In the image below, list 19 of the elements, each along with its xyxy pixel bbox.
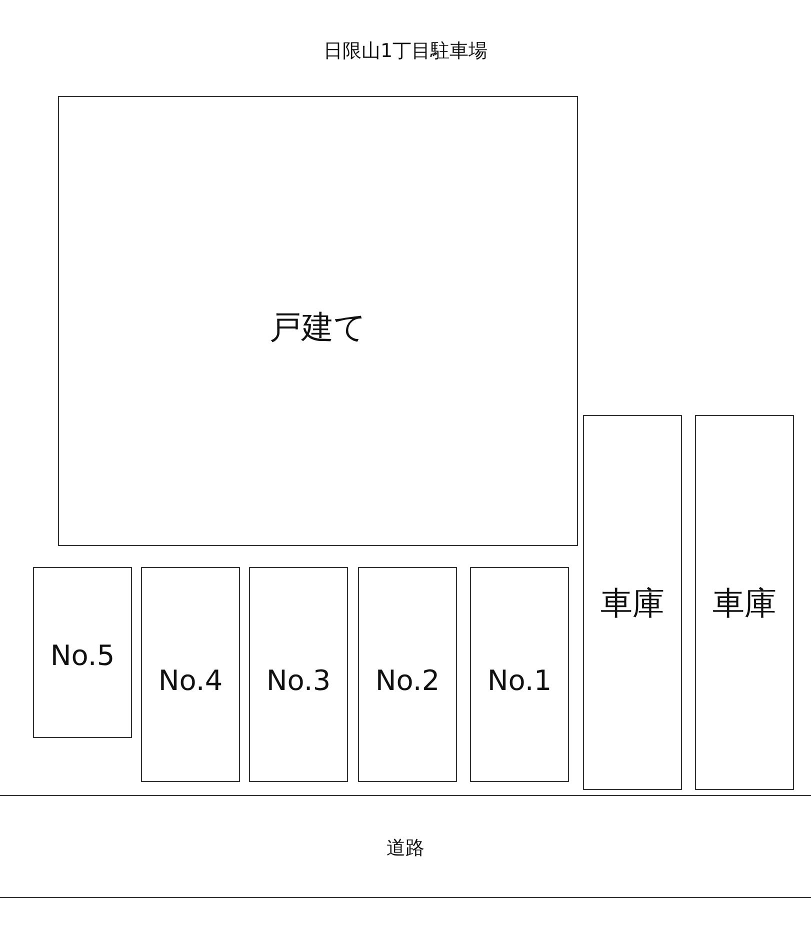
road-band xyxy=(0,795,811,898)
parking-space xyxy=(33,567,132,738)
garage xyxy=(695,415,794,790)
node-label: 道路 xyxy=(386,838,424,858)
node-label: No.5 xyxy=(50,642,115,670)
parking-space xyxy=(470,567,569,782)
node-label: No.3 xyxy=(266,667,331,695)
node-label: 戸建て xyxy=(270,311,366,343)
house-lot xyxy=(58,96,578,546)
node-label: 車庫 xyxy=(600,587,664,619)
node-label: No.4 xyxy=(158,667,223,695)
node-label: No.1 xyxy=(487,667,552,695)
parking-space xyxy=(141,567,240,782)
node-label: 車庫 xyxy=(712,587,776,619)
title: 日限山1丁目駐車場 xyxy=(323,40,488,62)
parking-space xyxy=(358,567,457,782)
parking-space xyxy=(249,567,348,782)
node-label: No.2 xyxy=(375,667,440,695)
garage xyxy=(583,415,682,790)
